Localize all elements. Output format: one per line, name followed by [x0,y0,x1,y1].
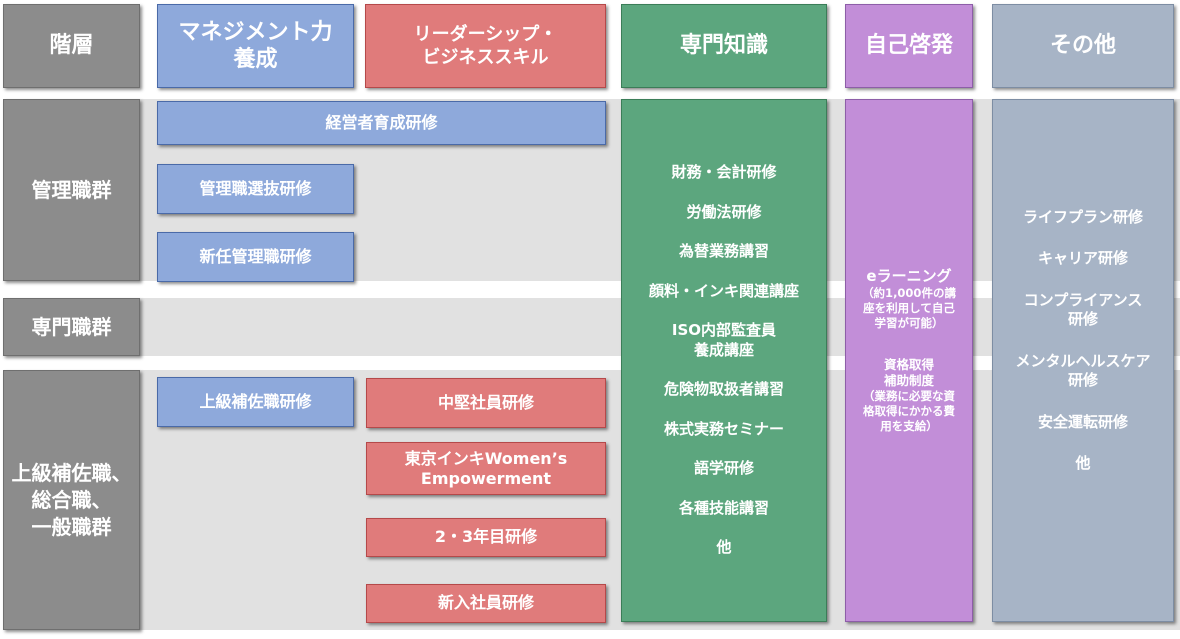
expertise-item: ISO内部監査員 養成講座 [671,321,777,359]
expertise-item: 為替業務講習 [678,242,769,261]
header-self-development: 自己啓発 [845,4,973,88]
expertise-column: 財務・会計研修 労働法研修 為替業務講習 顔料・インキ関連講座 ISO内部監査員… [621,99,827,622]
expertise-item: 他 [716,538,732,557]
expertise-item: 株式実務セミナー [663,419,784,438]
course-executive: 経営者育成研修 [157,101,606,145]
elearning-block: eラーニング （約1,000件の講 座を利用して自己 学習が可能） [862,267,956,331]
level-managers: 管理職群 [3,99,140,281]
certification-title: 資格取得 補助制度 [883,356,934,388]
header-level: 階層 [3,4,140,88]
header-leadership: リーダーシップ・ ビジネススキル [365,4,606,88]
course-women-empowerment: 東京インキWomen’s Empowerment [366,442,606,495]
other-item: メンタルヘルスケア 研修 [1015,351,1151,390]
other-column: ライフプラン研修 キャリア研修 コンプライアンス 研修 メンタルヘルスケア 研修… [992,99,1174,622]
expertise-item: 労働法研修 [686,202,762,221]
other-item: 安全運転研修 [1037,412,1128,431]
course-mid-career: 中堅社員研修 [366,378,606,428]
level-specialists: 専門職群 [3,298,140,356]
expertise-item: 各種技能講習 [678,498,769,517]
other-item: ライフプラン研修 [1022,207,1143,226]
self-development-column: eラーニング （約1,000件の講 座を利用して自己 学習が可能） 資格取得 補… [845,99,973,622]
header-management: マネジメント力 養成 [157,4,354,88]
expertise-item: 顔料・インキ関連講座 [648,281,799,300]
course-year-2-3: 2・3年目研修 [366,518,606,557]
course-new-employee: 新入社員研修 [366,584,606,623]
course-new-manager: 新任管理職研修 [157,232,354,282]
level-general: 上級補佐職、 総合職、 一般職群 [3,370,140,630]
elearning-title: eラーニング [866,267,952,286]
header-expertise: 専門知識 [621,4,827,88]
other-item: コンプライアンス 研修 [1023,290,1143,329]
course-senior-assistant: 上級補佐職研修 [157,377,354,427]
certification-block: 資格取得 補助制度 （業務に必要な資 格取得にかかる費 用を支給） [863,357,955,434]
expertise-item: 財務・会計研修 [671,163,777,182]
other-item: 他 [1075,454,1091,472]
other-item: キャリア研修 [1037,249,1128,267]
course-manager-selection: 管理職選抜研修 [157,164,354,214]
elearning-note: （約1,000件の講 座を利用して自己 学習が可能） [862,285,956,330]
expertise-item: 語学研修 [693,459,754,478]
header-other: その他 [992,4,1174,88]
expertise-item: 危険物取扱者講習 [663,380,784,399]
certification-note: （業務に必要な資 格取得にかかる費 用を支給） [863,389,955,433]
